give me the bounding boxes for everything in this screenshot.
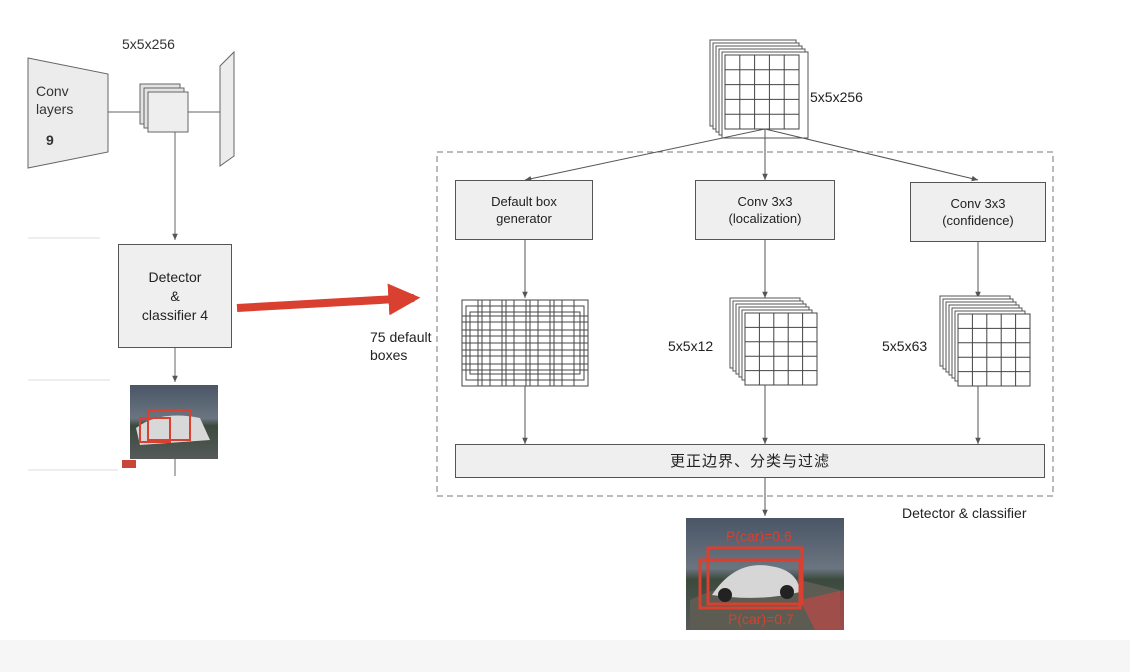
merge-filter-bar: 更正边界、分类与过滤 xyxy=(455,444,1045,478)
diagram-canvas: 5x5x256 Conv layers 9 Detector & classif… xyxy=(27,36,1054,630)
localization-output-label: 5x5x12 xyxy=(668,338,714,354)
conv-localization-box: Conv 3x3 (localization) xyxy=(695,180,835,240)
detector-classifier-label: Detector & classifier xyxy=(902,505,1027,521)
diagram-lines xyxy=(27,39,1054,630)
confidence-output-label: 5x5x63 xyxy=(882,338,928,354)
detector-classifier-4-box: Detector & classifier 4 xyxy=(118,244,232,348)
input-tensor-icon xyxy=(709,39,809,139)
detection-prob-label-1: P(car)=0.6 xyxy=(726,528,792,544)
localization-output-icon xyxy=(729,297,818,386)
detection-box-1 xyxy=(706,546,804,606)
left-tensor-icon xyxy=(139,83,189,133)
conv-layers-label: Conv layers xyxy=(36,83,74,117)
conv-confidence-box: Conv 3x3 (confidence) xyxy=(910,182,1046,242)
conv-layers-number: 9 xyxy=(46,132,54,148)
detection-result-image xyxy=(686,518,844,630)
detection-prob-label-2: P(car)=0.7 xyxy=(728,611,794,627)
confidence-output-icon xyxy=(939,295,1031,387)
left-result-image xyxy=(130,385,218,459)
transition-arrow xyxy=(236,283,421,316)
conv-layers-shape xyxy=(27,57,109,169)
default-boxes-label: 75 default boxes xyxy=(370,329,432,363)
input-tensor-label: 5x5x256 xyxy=(810,89,863,105)
default-boxes-icon xyxy=(461,299,589,387)
default-box-generator: Default box generator xyxy=(455,180,593,240)
left-tensor-label: 5x5x256 xyxy=(122,36,175,52)
detection-box-2 xyxy=(698,558,802,610)
